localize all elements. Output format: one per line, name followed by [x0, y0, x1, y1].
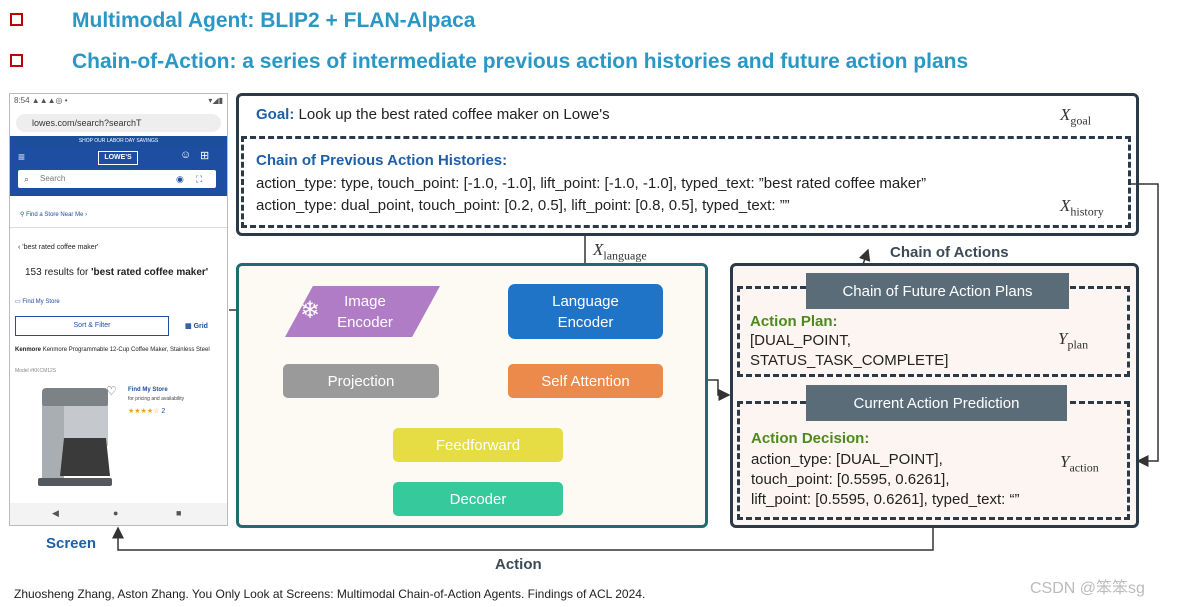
- phone-status-bar: 8:54 ▲▲▲◎ • ▾◢▮: [14, 96, 223, 105]
- decision-line-3: lift_point: [0.5595, 0.6261], typed_text…: [751, 491, 1020, 508]
- image-encoder-label: Image Encoder: [337, 293, 393, 331]
- phone-time: 8:54: [14, 96, 30, 105]
- back-icon[interactable]: ◀: [52, 508, 59, 518]
- plan-line-2: STATUS_TASK_COMPLETE]: [750, 352, 949, 369]
- title-line-2: Chain-of-Action: a series of intermediat…: [72, 50, 969, 73]
- grid-toggle[interactable]: ▦ Grid: [185, 323, 208, 330]
- account-icon[interactable]: ☺: [180, 149, 192, 161]
- lowes-logo: LOWE'S: [98, 151, 138, 165]
- phone-url-bar[interactable]: lowes.com/search?searchT: [16, 114, 221, 132]
- decision-line-1: action_type: [DUAL_POINT],: [751, 451, 943, 468]
- menu-icon[interactable]: ≡: [18, 150, 26, 164]
- cart-icon[interactable]: ⊞: [200, 150, 210, 162]
- screen-label: Screen: [46, 535, 97, 552]
- citation: Zhuosheng Zhang, Aston Zhang. You Only L…: [14, 587, 646, 601]
- camera-icon[interactable]: ◉: [176, 174, 184, 184]
- product-title[interactable]: Kenmore Kenmore Programmable 12-Cup Coff…: [15, 347, 210, 353]
- phone-screenshot: 8:54 ▲▲▲◎ • ▾◢▮ lowes.com/search?searchT…: [9, 93, 228, 526]
- watermark: CSDN @笨笨sg: [1030, 580, 1145, 597]
- favorite-icon[interactable]: ♡: [106, 384, 117, 398]
- decoder-block: Decoder: [393, 482, 563, 516]
- language-encoder-block: Language Encoder: [508, 284, 663, 339]
- history-line-2: action_type: dual_point, touch_point: [0…: [256, 197, 790, 214]
- snowflake-icon: ❄: [300, 297, 321, 324]
- projection-block: Projection: [283, 364, 439, 398]
- phone-search-input[interactable]: ⌕ Search ◉ ⛶: [18, 170, 216, 188]
- android-nav-bar: ◀ ● ■: [10, 503, 227, 525]
- y-plan-var: Yplan: [1058, 329, 1089, 352]
- image-encoder-block: [285, 286, 440, 337]
- star-rating: ★★★★☆ 2: [128, 408, 166, 415]
- goal-text: Look up the best rated coffee maker on L…: [298, 106, 610, 123]
- my-store-link[interactable]: ▭ Find My Store: [15, 299, 60, 305]
- x-language-var: Xlanguage: [593, 240, 647, 263]
- history-title: Chain of Previous Action Histories:: [256, 152, 508, 169]
- decision-line-2: touch_point: [0.5595, 0.6261],: [751, 471, 950, 488]
- results-count: 153 results for 'best rated coffee maker…: [25, 267, 209, 278]
- back-query[interactable]: ‹ 'best rated coffee maker': [18, 244, 99, 251]
- chain-of-actions-label: Chain of Actions: [890, 244, 1009, 261]
- plan-label: Action Plan:: [750, 313, 838, 330]
- decision-label: Action Decision:: [751, 430, 870, 447]
- home-icon[interactable]: ●: [113, 508, 119, 518]
- goal-label: Goal:: [256, 106, 295, 123]
- phone-banner: SHOP OUR LABOR DAY SAVINGS: [10, 136, 227, 146]
- goal-history-box: [236, 93, 1139, 236]
- feedforward-block: Feedforward: [393, 428, 563, 462]
- find-store-2[interactable]: Find My Store: [128, 387, 168, 393]
- future-plans-title: Chain of Future Action Plans: [806, 273, 1069, 309]
- search-placeholder: Search: [40, 174, 66, 183]
- x-goal-var: Xgoal: [1060, 105, 1092, 128]
- sort-filter-button[interactable]: Sort & Filter: [15, 316, 169, 336]
- bullet-icon: [10, 13, 23, 26]
- goal-line: Goal: Look up the best rated coffee make…: [256, 106, 610, 123]
- history-dashed-box: [241, 136, 1131, 228]
- title-line-1: Multimodal Agent: BLIP2 + FLAN-Alpaca: [72, 9, 476, 32]
- bullet-icon: [10, 54, 23, 67]
- search-icon: ⌕: [24, 174, 30, 184]
- phone-url: lowes.com/search?searchT: [32, 118, 142, 128]
- phone-header: ≡ LOWE'S ☺ ⊞ ⌕ Search ◉ ⛶: [10, 146, 227, 196]
- action-label: Action: [495, 556, 542, 573]
- x-history-var: Xhistory: [1060, 196, 1104, 219]
- product-model: Model #KKCM12S: [15, 368, 57, 374]
- coffee-maker-image: [38, 388, 112, 486]
- y-action-var: Yaction: [1060, 452, 1099, 475]
- pricing-text: for pricing and availability: [128, 396, 185, 402]
- product-image[interactable]: [20, 380, 130, 492]
- current-prediction-title: Current Action Prediction: [806, 385, 1067, 421]
- self-attention-block: Self Attention: [508, 364, 663, 398]
- plan-line-1: [DUAL_POINT,: [750, 332, 851, 349]
- find-store-link[interactable]: ⚲ Find a Store Near Me ›: [20, 212, 88, 218]
- recents-icon[interactable]: ■: [176, 508, 182, 518]
- history-line-1: action_type: type, touch_point: [-1.0, -…: [256, 175, 927, 192]
- scan-icon[interactable]: ⛶: [196, 174, 203, 184]
